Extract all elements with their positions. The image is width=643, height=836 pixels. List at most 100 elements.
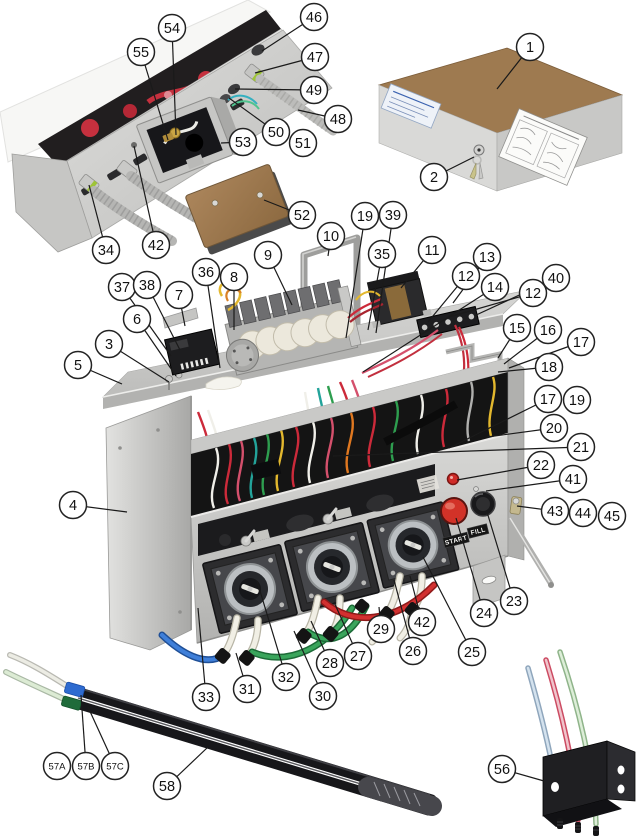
svg-text:39: 39 — [385, 208, 401, 224]
support-rod — [508, 516, 554, 588]
panel-holes — [131, 44, 265, 148]
svg-text:54: 54 — [164, 21, 180, 37]
svg-text:41: 41 — [565, 472, 581, 488]
svg-text:56: 56 — [494, 762, 510, 778]
timer-motor — [225, 338, 259, 372]
tube-fittings — [214, 598, 421, 666]
svg-text:17: 17 — [573, 335, 589, 351]
svg-text:11: 11 — [424, 243, 439, 259]
fill-knob — [470, 486, 496, 517]
svg-text:10: 10 — [323, 229, 339, 245]
leader-line-23 — [486, 511, 515, 602]
leader-line-39 — [375, 214, 394, 334]
svg-text:13: 13 — [479, 250, 495, 266]
relay-assembly — [162, 307, 221, 376]
leader-line-32 — [256, 580, 287, 678]
blue-band — [64, 681, 86, 698]
svg-text:14: 14 — [487, 280, 503, 296]
toggle-switch — [240, 529, 270, 547]
svg-text:28: 28 — [322, 656, 338, 672]
bracket-hole — [551, 782, 559, 792]
svg-text:50: 50 — [268, 125, 284, 141]
svg-text:7: 7 — [175, 288, 183, 304]
svg-text:17: 17 — [540, 392, 556, 408]
callout-42: 42 — [141, 230, 171, 260]
svg-text:15: 15 — [509, 321, 525, 337]
conduit-straight — [244, 63, 338, 136]
cover-plate — [185, 164, 294, 255]
svg-text:12: 12 — [458, 269, 474, 285]
squeeze-tube-assembly — [3, 652, 442, 816]
callout-18: 18 — [534, 352, 564, 382]
callout-17: 17 — [533, 384, 563, 414]
callout-42: 42 — [407, 607, 437, 637]
lockable-cover — [377, 47, 624, 192]
callout-25: 25 — [457, 637, 487, 667]
svg-text:6: 6 — [133, 312, 141, 328]
svg-text:19: 19 — [569, 393, 585, 409]
leader-line-17 — [448, 398, 549, 449]
key-lock — [469, 144, 485, 180]
door-panel-assembly — [0, 0, 338, 255]
svg-text:5: 5 — [74, 358, 82, 374]
callout-35: 35 — [367, 239, 397, 269]
callout-10: 10 — [316, 221, 346, 251]
callout-51: 51 — [288, 128, 318, 158]
callout-52: 52 — [287, 200, 317, 230]
svg-text:4: 4 — [69, 498, 77, 514]
callout-58: 58 — [152, 771, 182, 801]
callout-2: 2 — [419, 162, 449, 192]
callout-21: 21 — [566, 432, 596, 462]
svg-text:29: 29 — [373, 622, 389, 638]
callout-34: 34 — [91, 235, 121, 265]
callout-16: 16 — [533, 315, 563, 345]
callout-38: 38 — [132, 270, 162, 300]
black-tube-pair — [71, 687, 442, 816]
svg-text:31: 31 — [239, 682, 255, 698]
svg-text:49: 49 — [306, 83, 322, 99]
callout-19: 19 — [350, 201, 380, 231]
braided-end — [358, 777, 442, 816]
callout-56: 56 — [487, 754, 517, 784]
svg-text:37: 37 — [114, 280, 130, 296]
svg-text:1: 1 — [526, 40, 534, 56]
callout-36: 36 — [191, 257, 221, 287]
cam-discs — [237, 310, 355, 360]
start-button — [440, 497, 468, 525]
svg-text:23: 23 — [506, 594, 522, 610]
toggle-switch — [322, 507, 352, 525]
leader-line-54 — [171, 27, 177, 136]
svg-text:22: 22 — [533, 458, 549, 474]
callout-37: 37 — [107, 272, 137, 302]
svg-text:18: 18 — [541, 360, 557, 376]
cover-instruction-label — [498, 108, 588, 186]
svg-text:46: 46 — [306, 10, 322, 26]
leader-line-25 — [422, 556, 473, 653]
callout-3: 3 — [94, 329, 124, 359]
callout-29: 29 — [366, 614, 396, 644]
leader-line-42 — [133, 145, 157, 246]
svg-text:25: 25 — [464, 645, 480, 661]
barb-fittings — [557, 818, 599, 836]
foot-slot — [481, 575, 497, 585]
callout-48: 48 — [323, 104, 353, 134]
panel-text-label — [416, 474, 440, 494]
callout-46: 46 — [299, 2, 329, 32]
bracket-hole — [617, 765, 625, 775]
callout-22: 22 — [526, 450, 556, 480]
leader-line-21 — [332, 446, 582, 457]
svg-text:52: 52 — [294, 208, 310, 224]
svg-text:57A: 57A — [49, 761, 67, 772]
callout-39: 39 — [378, 200, 408, 230]
set-screw — [473, 486, 479, 492]
callout-32: 32 — [271, 662, 301, 692]
svg-text:48: 48 — [330, 112, 346, 128]
callout-27: 27 — [343, 641, 373, 671]
callout-8: 8 — [219, 262, 249, 292]
leader-line-55 — [140, 51, 169, 141]
interior-wires — [210, 376, 496, 509]
callout-14: 14 — [480, 272, 510, 302]
svg-text:16: 16 — [540, 323, 556, 339]
callout-26: 26 — [398, 636, 428, 666]
